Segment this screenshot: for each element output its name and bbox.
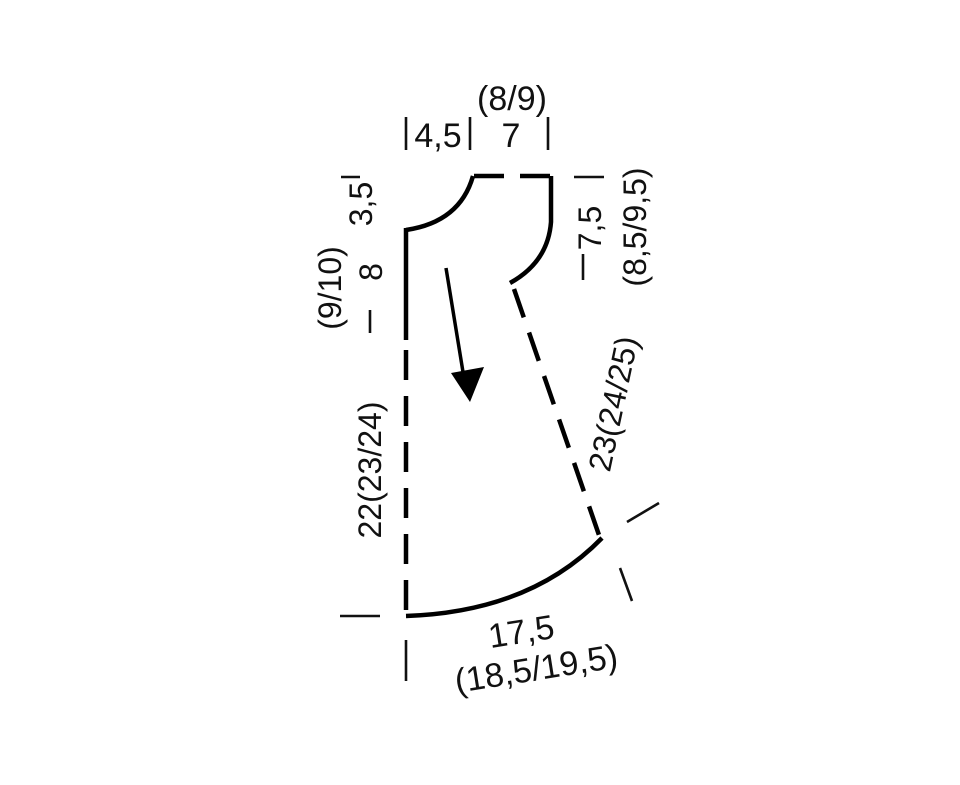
tick-slant-top: [626, 501, 660, 524]
label-slant-length: 23(24/25): [581, 333, 645, 474]
shoulder-curve: [405, 175, 476, 233]
label-front-neck-depth: 3,5: [343, 182, 379, 226]
right-slant-dashed: [511, 288, 603, 539]
tick-slant-bottom: [618, 567, 634, 602]
label-armhole-alt: (9/10): [312, 246, 348, 330]
bottom-curve: [405, 536, 604, 619]
label-shoulder-width: 4,5: [414, 117, 461, 155]
label-side-length: 22(23/24): [352, 402, 388, 539]
neck-curve: [508, 176, 554, 285]
label-neck-width-main: 7: [502, 117, 521, 155]
label-back-neck-depth-alt: (8,5/9,5): [617, 167, 653, 286]
arrow-down-icon: [444, 267, 484, 402]
label-armhole-main: 8: [353, 263, 389, 281]
label-back-neck-depth-main: 7,5: [572, 206, 608, 250]
label-neck-width-alt: (8/9): [477, 80, 547, 118]
